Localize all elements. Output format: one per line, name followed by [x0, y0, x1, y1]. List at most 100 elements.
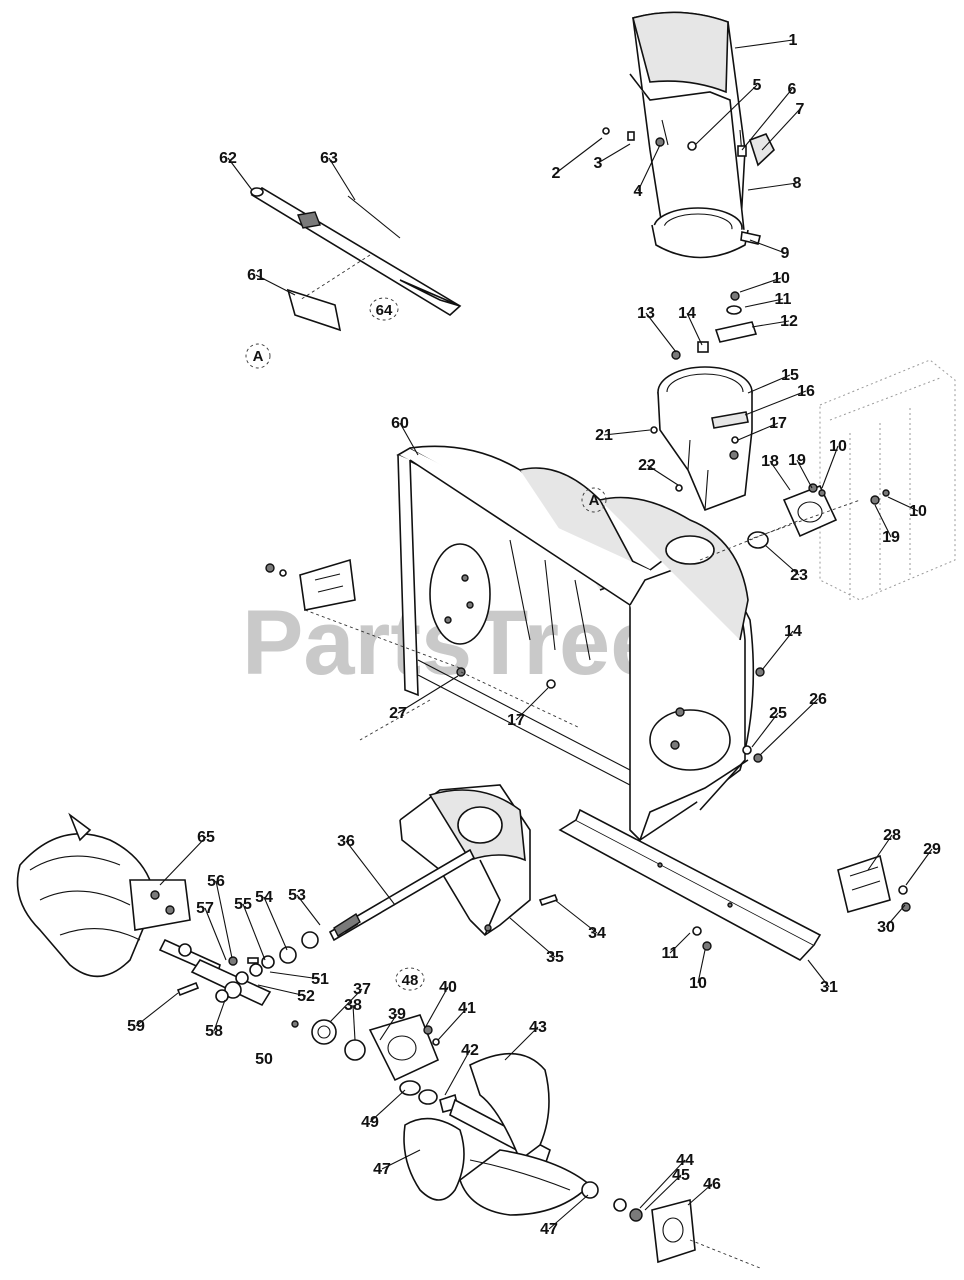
part-label: 62: [219, 150, 237, 167]
leader-line: [759, 698, 819, 756]
part-label: 65: [197, 829, 215, 846]
part-label: 3: [594, 155, 603, 172]
leader-line: [255, 274, 296, 296]
leader-line: [761, 108, 801, 151]
part-label: 53: [288, 887, 306, 904]
leader-line: [769, 460, 791, 491]
part-label: 47: [540, 1221, 558, 1238]
part-label: 14: [784, 623, 802, 640]
part-label: 19: [788, 452, 806, 469]
part-label: 46: [703, 1176, 721, 1193]
leader-line: [747, 182, 798, 191]
skid-shoe-right: [837, 854, 911, 913]
part-label: 7: [796, 101, 805, 118]
part-label: 40: [439, 979, 457, 996]
part-label: 29: [923, 841, 941, 858]
part-label: 10: [909, 503, 927, 520]
part-label: 54: [255, 889, 273, 906]
part-label: 49: [361, 1114, 379, 1131]
part-label: 14: [678, 305, 696, 322]
part-label: 63: [320, 150, 338, 167]
auger-left: [16, 812, 221, 978]
leader-line: [639, 1159, 686, 1209]
leader-line: [694, 84, 758, 146]
part-label: 43: [529, 1019, 547, 1036]
part-label: 60: [391, 415, 409, 432]
part-label: 4: [634, 183, 643, 200]
tractor-ghost-outline: [819, 359, 956, 601]
ref-mark-a2: A: [581, 487, 607, 513]
part-label: 42: [461, 1042, 479, 1059]
leader-line: [554, 899, 598, 934]
leader-line: [515, 687, 549, 721]
chute-hardware: [602, 127, 775, 360]
ref-mark-a1: A: [245, 343, 271, 369]
leader-line: [504, 1026, 539, 1061]
leader-line: [764, 544, 800, 576]
leader-line: [697, 949, 706, 984]
part-label: 2: [552, 165, 561, 182]
leader-line: [555, 137, 603, 174]
bearing-assembly: [311, 1014, 459, 1113]
leader-line: [734, 39, 794, 49]
leader-line: [352, 1004, 356, 1041]
leader-line: [397, 675, 459, 714]
leader-line: [509, 917, 556, 958]
auger-small-parts: [176, 955, 299, 1028]
leader-line: [887, 496, 919, 512]
leader-line: [328, 157, 356, 201]
leader-line: [744, 298, 784, 308]
leader-line: [263, 896, 288, 951]
part-label: 55: [234, 896, 252, 913]
leader-line: [379, 1013, 398, 1041]
leader-line: [369, 1089, 406, 1123]
leader-line: [257, 984, 307, 997]
part-label: 16: [797, 383, 815, 400]
leader-line: [381, 1149, 421, 1170]
leader-line: [548, 1194, 589, 1230]
housing-hardware: [359, 667, 765, 763]
leader-line: [437, 1007, 468, 1041]
leader-line: [744, 390, 807, 416]
part-label: 61: [247, 267, 265, 284]
part-label: 21: [595, 427, 613, 444]
leader-line: [646, 464, 679, 486]
leader-line: [204, 907, 227, 961]
part-label: 47: [373, 1161, 391, 1178]
part-label: 17: [507, 712, 525, 729]
part-label: 19: [882, 529, 900, 546]
leader-line: [213, 999, 226, 1032]
chute-crank-shaft: [250, 187, 462, 332]
leader-line: [867, 834, 893, 871]
part-label: 28: [883, 827, 901, 844]
part-label: 51: [311, 971, 329, 988]
skid-shoe-left: [265, 558, 461, 669]
drive-shaft: [279, 848, 559, 964]
part-label: 35: [546, 949, 564, 966]
svg-text:A: A: [589, 492, 600, 509]
leader-line: [751, 320, 790, 328]
leader-line: [807, 959, 830, 988]
part-label: 10: [689, 975, 707, 992]
part-label: 10: [772, 270, 790, 287]
part-label: 13: [637, 305, 655, 322]
leader-line: [269, 971, 321, 980]
part-label: 27: [389, 705, 407, 722]
leader-line: [749, 239, 786, 254]
part-label: 17: [769, 415, 787, 432]
leader-line: [345, 840, 396, 906]
leader-line: [741, 88, 793, 151]
leader-line: [597, 143, 631, 164]
leader-line: [885, 904, 906, 928]
leader-line: [737, 422, 779, 441]
chute-base: [650, 366, 753, 512]
part-label: 18: [761, 453, 779, 470]
leader-line: [135, 992, 179, 1027]
part-label: 59: [127, 1018, 145, 1035]
auger-housing: [396, 445, 755, 842]
svg-text:48: 48: [402, 972, 419, 989]
leader-line: [761, 630, 794, 671]
part-label: 38: [344, 997, 362, 1014]
